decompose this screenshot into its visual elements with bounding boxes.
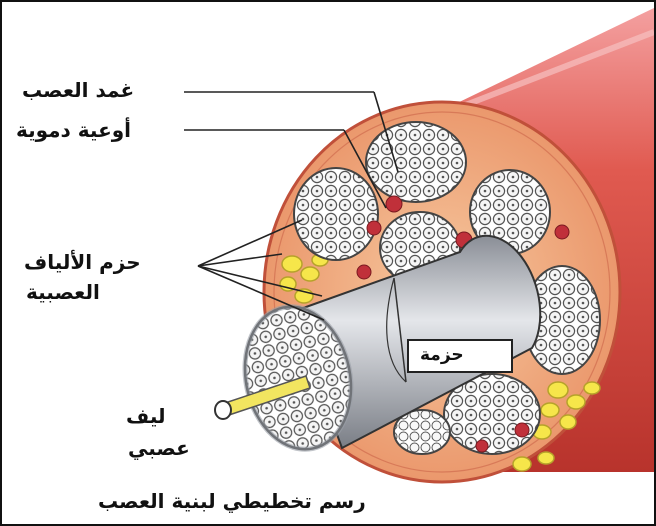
label-fiber-bundles: حزم الألياف — [24, 250, 141, 274]
label-nerve-fiber: ليف — [126, 404, 166, 428]
label-nerve-fiber-cont: عصبي — [128, 436, 190, 460]
label-blood-vessels: أوعية دموية — [16, 118, 131, 142]
fascicle-upper-left — [294, 168, 378, 260]
label-nerve-sheath: غمد العصب — [22, 78, 134, 102]
label-fascicle: حزمة — [420, 345, 464, 365]
fiber-end — [215, 401, 231, 419]
diagram-caption: رسم تخطيطي لبنية العصب — [98, 489, 366, 513]
fascicle-top — [366, 122, 466, 202]
label-fiber-bundles-cont: العصبية — [26, 280, 100, 304]
